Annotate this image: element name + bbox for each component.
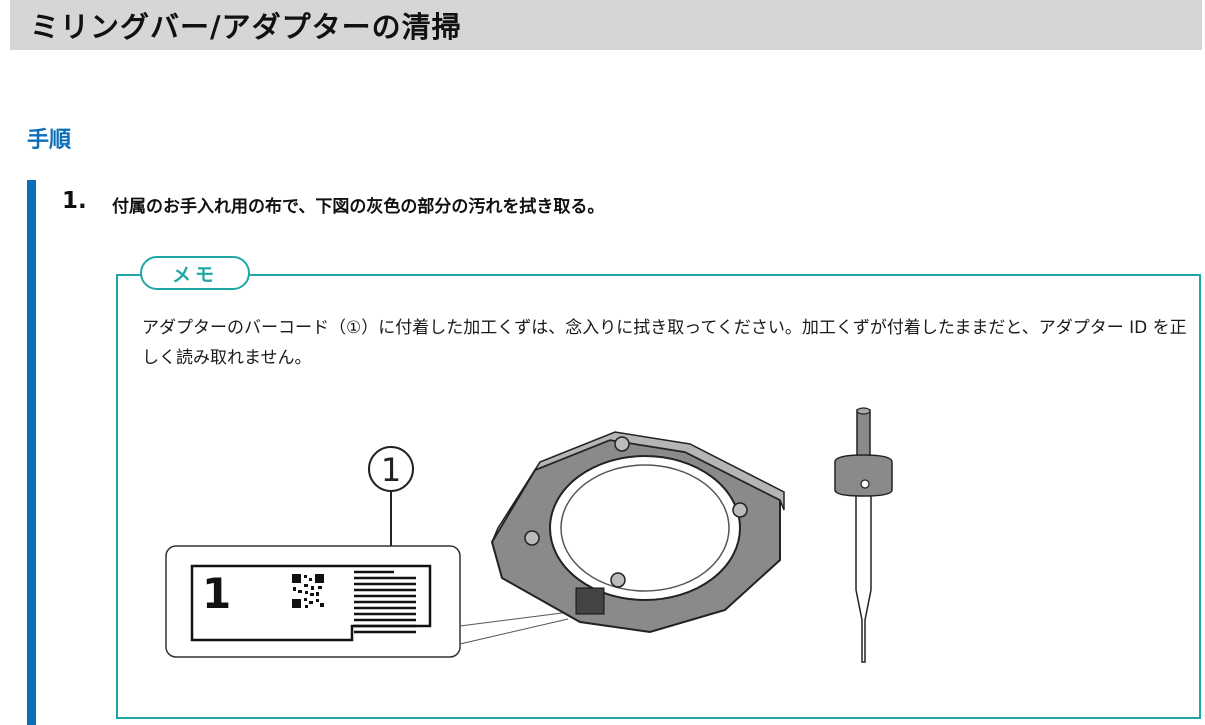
procedure-heading: 手順 — [27, 128, 72, 153]
step-number: 1. — [62, 188, 87, 214]
memo-label: メモ — [140, 256, 250, 290]
adapter-ring-icon — [490, 431, 785, 634]
callout-marker: 1 — [368, 446, 414, 596]
milling-bar-icon — [834, 407, 893, 663]
page-title-bar: ミリングバー/アダプターの清掃 — [10, 0, 1202, 50]
step-accent-bar — [27, 180, 36, 725]
memo-box — [116, 274, 1201, 719]
barcode-lines — [354, 570, 416, 634]
barcode-label-icon: 1 — [165, 545, 461, 658]
step-text: 付属のお手入れ用の布で、下図の灰色の部分の汚れを拭き取る。 — [112, 197, 605, 217]
callout-number: 1 — [381, 451, 401, 489]
page-title: ミリングバー/アダプターの清掃 — [30, 10, 462, 44]
qr-code-icon — [292, 574, 324, 608]
memo-text: アダプターのバーコード（①）に付着した加工くずは、念入りに拭き取ってください。加… — [142, 318, 1187, 368]
adapter-illustration: 1 1 — [165, 407, 893, 663]
label-number: 1 — [202, 569, 231, 618]
